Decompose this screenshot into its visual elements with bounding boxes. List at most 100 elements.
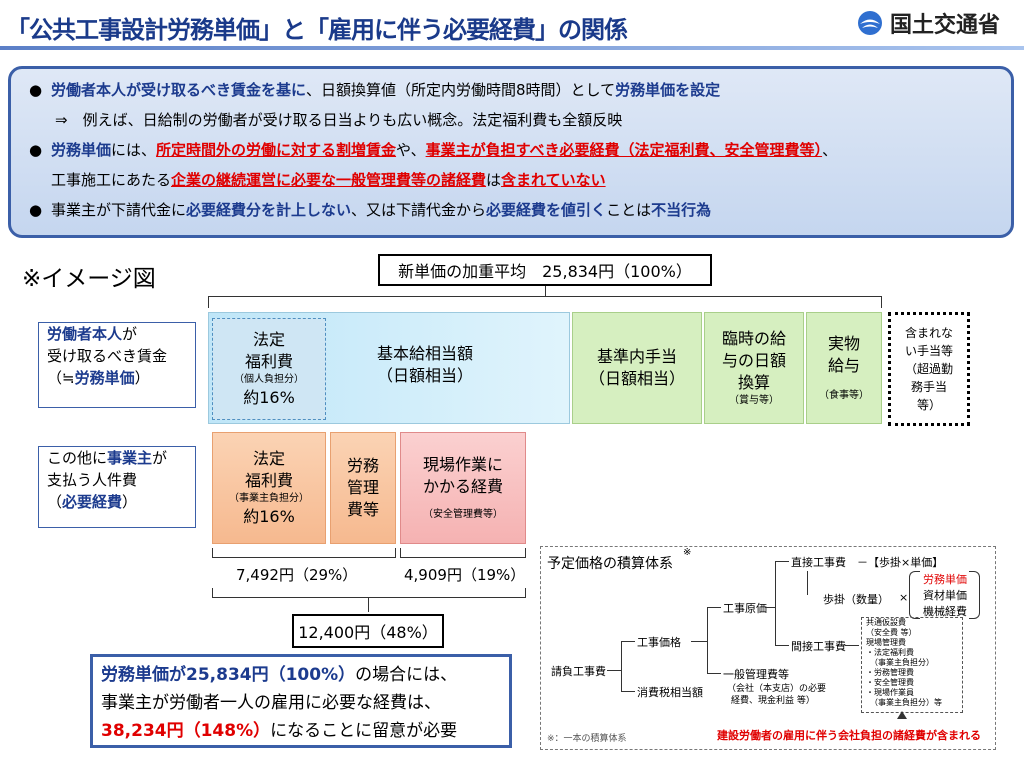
flow-line — [621, 641, 622, 691]
indirect-item: ・安全管理費 — [866, 678, 914, 687]
bracket-2 — [400, 548, 526, 558]
summary-text: 所定時間外の労働に対する割増賃金 — [156, 141, 397, 159]
label-text: この他に — [47, 449, 108, 467]
summary-line-1: ●労働者本人が受け取るべき賃金を基に、日額換算値（所定内労働時間8時間）として労… — [29, 75, 997, 105]
label-text: 事業主 — [107, 449, 153, 467]
flow-line — [807, 571, 808, 595]
indirect-item: 現場管理費 — [866, 638, 906, 647]
flow-construction-price: 工事価格 — [637, 636, 681, 649]
box-text: 等） — [916, 398, 941, 412]
flow-direct: 直接工事費 — [791, 556, 846, 569]
indirect-items-list: 共通仮設費（安全費 等）現場管理費・法定福利費 （事業主負担分）・労務管理費・安… — [862, 618, 962, 708]
image-label: ※イメージ図 — [22, 266, 156, 292]
ministry-emblem-icon — [858, 11, 882, 35]
summary-text: ことは — [606, 201, 652, 219]
box-text: 約16% — [243, 388, 295, 407]
summary-text: や、 — [396, 141, 426, 159]
label-text: ） — [122, 493, 138, 511]
flow-title: 予定価格の積算体系 — [547, 556, 673, 572]
employer-cost-label: この他に事業主が 支払う人件費 （必要経費） — [38, 446, 196, 528]
summary-text: 企業の継続運営に必要な一般管理費等の諸経費 — [171, 171, 487, 189]
flow-times: × — [899, 591, 909, 604]
indirect-item: ・現場作業員 — [866, 688, 914, 697]
label-text: が — [152, 449, 168, 467]
employer-welfare-box: 法定 福利費 （事業主負担分） 約16% — [212, 432, 326, 544]
box-text: （日額相当） — [588, 369, 685, 388]
bracket-1 — [212, 548, 396, 558]
flow-unit-labor: 労務単価 — [923, 573, 967, 586]
title-rule — [0, 46, 1024, 50]
label-text: 労働者本人 — [47, 325, 123, 343]
summary-text: 事業主が負担すべき必要経費（法定福利費、安全管理費等） — [425, 141, 823, 159]
basic-pay-label: 基本給相当額 （日額相当） — [340, 340, 510, 390]
flow-indirect: 間接工事費 — [791, 640, 846, 653]
flow-footnote: ※：一本の積算体系 — [547, 734, 627, 744]
flow-consumption-tax: 消費税相当額 — [637, 686, 703, 699]
summary-text: 工事施工にあたる — [51, 171, 172, 189]
amount-1: 7,492円（29%） — [236, 566, 358, 584]
flow-line — [621, 691, 635, 692]
bracket-connector — [545, 286, 546, 296]
flow-line — [691, 641, 707, 642]
summary-line-4: 工事施工にあたる企業の継続運営に必要な一般管理費等の諸経費は含まれていない — [29, 165, 997, 195]
flow-line — [845, 645, 859, 646]
indirect-item: （安全費 等） — [866, 628, 917, 637]
flow-direct-formula: －【歩掛×単価】 — [857, 556, 944, 569]
flow-line — [707, 607, 708, 673]
indirect-item: （事業主負担分） — [866, 658, 934, 667]
conclusion-box: 労務単価が25,834円（100%）の場合には、 事業主が労働者一人の雇用に必要… — [90, 654, 512, 748]
box-text: 現場作業に — [422, 455, 503, 474]
summary-text: 、又は下請代金から — [351, 201, 487, 219]
worker-welfare-box: 法定 福利費 （個人負担分） 約16% — [212, 318, 326, 420]
flow-line — [621, 641, 635, 642]
conclusion-text: になることに留意が必要 — [270, 721, 458, 741]
flow-brace — [909, 571, 920, 619]
conclusion-text: 労務単価が25,834円（100%） — [101, 665, 356, 685]
box-text: かかる経費 — [422, 477, 503, 496]
summary-text: 不当行為 — [651, 201, 712, 219]
bracket-total — [212, 588, 526, 598]
box-text: 臨時の給 — [721, 329, 786, 348]
label-text: 支払う人件費 — [47, 471, 138, 489]
summary-text: 労働者本人が受け取るべき賃金を基に — [51, 81, 307, 99]
box-note: （食事等） — [819, 390, 869, 401]
worker-wage-label: 労働者本人が 受け取るべき賃金 （≒労務単価） — [38, 322, 196, 408]
box-text: （超過勤 — [904, 362, 953, 376]
flow-line — [707, 607, 721, 608]
summary-text: 、 — [822, 141, 838, 159]
excluded-allowances-box: 含まれな い手当等 （超過勤 務手当 等） — [888, 312, 970, 426]
flow-line — [707, 673, 721, 674]
box-text: （日額相当） — [376, 366, 473, 385]
indirect-item: （事業主負担分）等 — [866, 698, 942, 707]
flow-unit-material: 資材単価 — [923, 589, 967, 602]
summary-text: には、 — [111, 141, 157, 159]
box-text: 務手当 — [910, 380, 947, 394]
flow-line — [775, 645, 789, 646]
conclusion-text: の場合には、 — [355, 665, 458, 685]
flow-line — [607, 670, 621, 671]
summary-box: ●労働者本人が受け取るべき賃金を基に、日額換算値（所定内労働時間8時間）として労… — [8, 66, 1014, 238]
box-text: 管理 — [346, 478, 379, 497]
ministry-logo: 国土交通省 — [856, 6, 1024, 40]
weighted-average-box: 新単価の加重平均 25,834円（100%） — [378, 254, 712, 286]
box-text: 法定 — [252, 330, 285, 349]
summary-text: 労務単価 — [51, 141, 112, 159]
box-note: （賞与等） — [729, 395, 779, 406]
total-box: 12,400円（48%） — [292, 614, 444, 648]
box-text: 約16% — [243, 507, 295, 526]
label-text: が — [122, 325, 138, 343]
flow-line — [775, 561, 789, 562]
flow-red-note: 建設労働者の雇用に伴う会社負担の諸経費が含まれる — [717, 729, 981, 742]
conclusion-text: 事業主が労働者一人の雇用に必要な経費は、 — [101, 693, 441, 713]
box-text: 与の日額 — [721, 351, 786, 370]
label-text: （≒ — [47, 369, 75, 387]
summary-text: 必要経費を値引く — [486, 201, 607, 219]
summary-text: 事業主が下請代金に — [51, 201, 187, 219]
flow-line — [775, 561, 776, 645]
summary-line-2: ⇒ 例えば、日給制の労働者が受け取る日当よりも広い概念。法定福利費も全額反映 — [55, 111, 623, 129]
summary-text: 、日額換算値（所定内労働時間8時間）として — [306, 81, 616, 99]
pricing-structure-diagram: 予定価格の積算体系 ※ 請負工事費 工事価格 消費税相当額 工事原価 一般管理費… — [540, 546, 996, 750]
summary-text: 含まれていない — [501, 171, 606, 189]
temp-pay-box: 臨時の給 与の日額 換算 （賞与等） — [704, 312, 804, 424]
flow-work-cost: 工事原価 — [723, 602, 767, 615]
